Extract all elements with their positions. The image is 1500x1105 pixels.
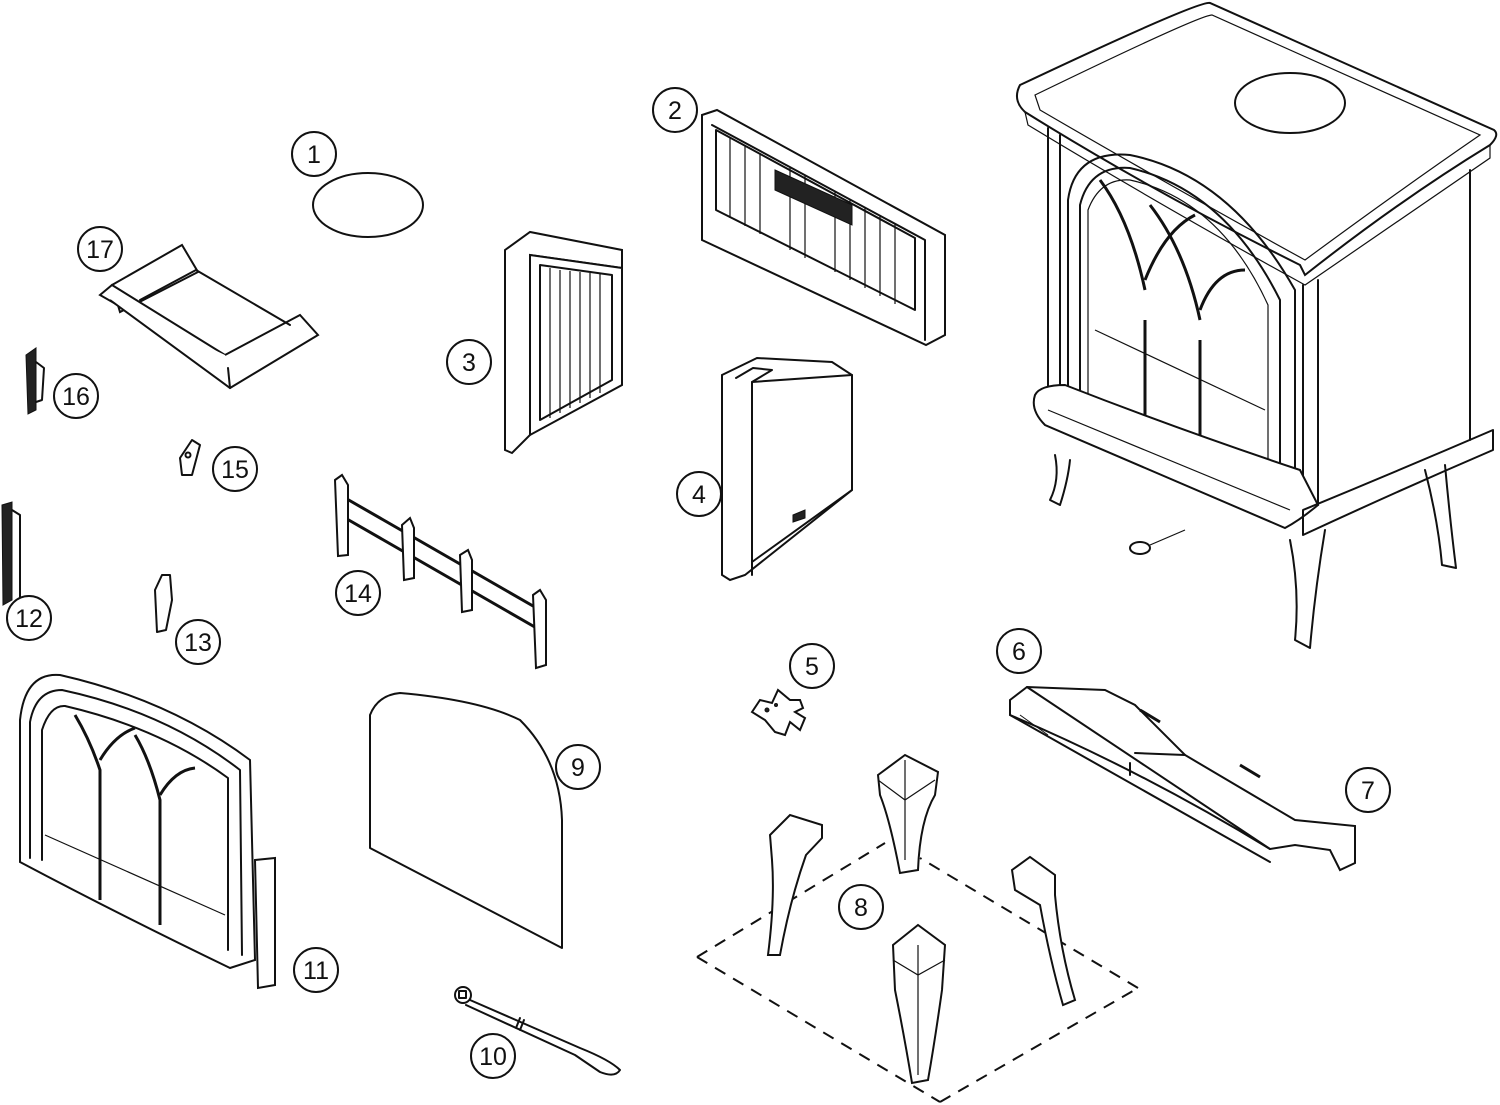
callout-16: 16 [53,373,99,419]
callout-4: 4 [676,471,722,517]
callout-3: 3 [446,339,492,385]
svg-text:2: 2 [668,97,682,125]
svg-text:8: 8 [854,894,868,922]
part-5-shape [750,688,807,737]
callout-17: 17 [77,226,123,272]
callout-7: 7 [1345,767,1391,813]
part-4-shape [721,356,853,582]
callout-6: 6 [996,628,1042,674]
svg-text:16: 16 [62,383,90,411]
svg-text:1: 1 [307,141,321,169]
svg-text:10: 10 [479,1043,507,1071]
callout-9: 9 [555,744,601,790]
svg-text:6: 6 [1012,638,1026,666]
part-13-shape [154,574,173,633]
part-16-shape [25,347,45,415]
callout-5: 5 [789,643,835,689]
callout-15: 15 [212,446,258,492]
callout-14: 14 [335,570,381,616]
svg-text:3: 3 [462,349,476,377]
part-17-shape [98,243,320,390]
part-9-shape [369,692,563,949]
part-12-shape [1,501,21,606]
callout-12: 12 [6,595,52,641]
part-14-shape [333,473,547,670]
part-2-shape [701,108,946,347]
svg-text:7: 7 [1361,777,1375,805]
svg-text:11: 11 [303,957,329,985]
svg-text:15: 15 [221,456,249,484]
part-11-shape [19,673,276,990]
callout-13: 13 [175,619,221,665]
callout-1: 1 [291,131,337,177]
svg-text:9: 9 [571,754,585,782]
svg-text:17: 17 [86,236,114,264]
callout-8: 8 [838,884,884,930]
svg-text:12: 12 [15,605,43,633]
svg-text:5: 5 [805,653,819,681]
part-3-shape [504,230,623,455]
svg-text:4: 4 [692,481,706,509]
callout-2: 2 [652,87,698,133]
svg-text:14: 14 [344,580,372,608]
part-10-shape [454,986,621,1076]
part-8-shape [696,753,1139,1103]
svg-text:13: 13 [184,629,212,657]
callout-11: 11 [293,947,339,993]
part-15-shape [179,439,201,476]
part-1-shape [312,172,424,238]
callout-10: 10 [470,1033,516,1079]
assembled-stove [1015,1,1498,649]
part-6-7-shape [1009,685,1356,872]
